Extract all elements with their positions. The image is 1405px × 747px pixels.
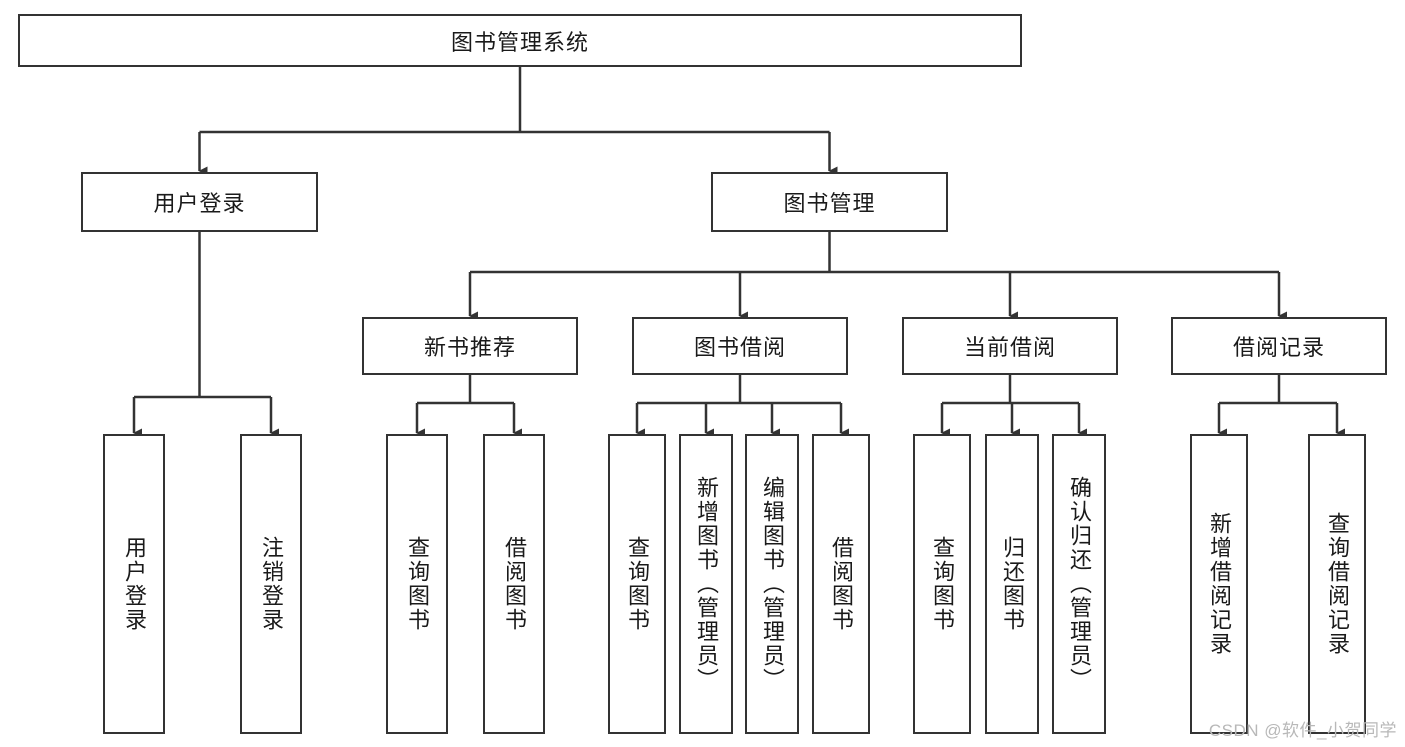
node-leaf-query-book-current[interactable]: 查询图书 (913, 434, 971, 734)
node-book-management[interactable]: 图书管理 (711, 172, 948, 232)
node-label: 借阅图书 (502, 536, 527, 632)
node-label: 用户登录 (122, 536, 147, 632)
node-leaf-query-book-borrow[interactable]: 查询图书 (608, 434, 666, 734)
node-label: 确认归还（管理员） (1067, 476, 1092, 692)
node-leaf-borrow-book[interactable]: 借阅图书 (812, 434, 870, 734)
node-label: 归还图书 (1000, 536, 1025, 632)
node-leaf-borrow-book-recommend[interactable]: 借阅图书 (483, 434, 545, 734)
node-label: 借阅记录 (1232, 335, 1325, 360)
node-label: 查询图书 (930, 536, 955, 632)
node-label: 新增图书（管理员） (694, 476, 719, 692)
node-label: 编辑图书（管理员） (760, 476, 785, 692)
node-label: 新增借阅记录 (1207, 512, 1232, 656)
node-user-login[interactable]: 用户登录 (81, 172, 318, 232)
node-leaf-query-book-recommend[interactable]: 查询图书 (386, 434, 448, 734)
node-label: 注销登录 (259, 536, 284, 632)
node-leaf-confirm-return-admin[interactable]: 确认归还（管理员） (1052, 434, 1106, 734)
node-leaf-user-login[interactable]: 用户登录 (103, 434, 165, 734)
node-book-borrow[interactable]: 图书借阅 (632, 317, 848, 375)
node-label: 借阅图书 (829, 536, 854, 632)
node-label: 图书借阅 (693, 335, 786, 360)
node-label: 新书推荐 (423, 335, 516, 360)
node-leaf-logout[interactable]: 注销登录 (240, 434, 302, 734)
node-new-book-recommend[interactable]: 新书推荐 (362, 317, 578, 375)
node-label: 查询图书 (405, 536, 430, 632)
node-label: 查询图书 (625, 536, 650, 632)
node-leaf-add-borrow-record[interactable]: 新增借阅记录 (1190, 434, 1248, 734)
csdn-watermark: CSDN @软件_小贺同学 (1208, 721, 1397, 740)
node-label: 用户登录 (153, 191, 246, 216)
node-leaf-query-borrow-record[interactable]: 查询借阅记录 (1308, 434, 1366, 734)
node-leaf-edit-book-admin[interactable]: 编辑图书（管理员） (745, 434, 799, 734)
node-label: 图书管理系统 (450, 29, 589, 55)
node-root[interactable]: 图书管理系统 (18, 14, 1022, 67)
node-borrow-record[interactable]: 借阅记录 (1171, 317, 1387, 375)
node-label: 图书管理 (783, 191, 876, 216)
node-current-borrow[interactable]: 当前借阅 (902, 317, 1118, 375)
node-leaf-return-book[interactable]: 归还图书 (985, 434, 1039, 734)
node-label: 查询借阅记录 (1325, 512, 1350, 656)
node-label: 当前借阅 (963, 335, 1056, 360)
node-leaf-add-book-admin[interactable]: 新增图书（管理员） (679, 434, 733, 734)
